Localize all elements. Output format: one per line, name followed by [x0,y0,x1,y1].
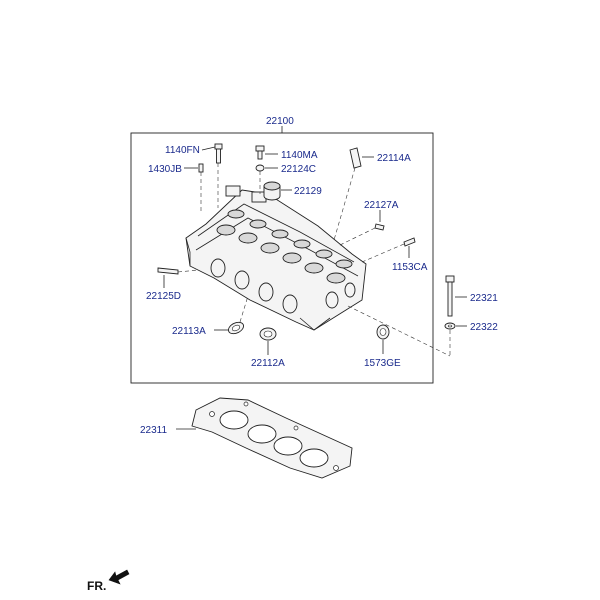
label-22112a[interactable]: 22112A [251,358,285,369]
seal-22112a[interactable] [259,327,277,341]
label-22311[interactable]: 22311 [140,425,168,436]
label-22321[interactable]: 22321 [470,293,498,304]
bolt-1140fn[interactable] [214,143,223,208]
pin-22127a[interactable] [337,223,385,247]
label-22127a[interactable]: 22127A [364,200,399,211]
label-22322[interactable]: 22322 [470,322,498,333]
label-1140fn[interactable]: 1140FN [165,145,200,156]
bolt-1140ma[interactable] [255,145,265,160]
front-marker-label: FR. [87,579,106,593]
label-1140ma[interactable]: 1140MA [281,150,318,161]
head-gasket-22311[interactable] [191,397,353,479]
label-1573ge[interactable]: 1573GE [364,358,401,369]
label-22124c[interactable]: 22124C [281,164,316,175]
seal-22113a[interactable] [227,295,249,336]
cylinder-head [185,185,367,331]
label-22129[interactable]: 22129 [294,186,322,197]
washer-22124c[interactable] [255,164,265,194]
label-22114a[interactable]: 22114A [377,153,411,164]
bolt-22321[interactable] [445,275,455,317]
cap-22129[interactable] [263,181,281,201]
arrow-icon [108,569,130,585]
label-1430jb[interactable]: 1430JB [148,164,182,175]
washer-22322[interactable] [347,305,456,357]
plug-22125d[interactable] [157,267,199,275]
label-1153ca[interactable]: 1153CA [392,262,428,273]
sleeve-22114a[interactable] [333,147,362,241]
label-22113a[interactable]: 22113A [172,326,206,337]
seal-1573ge[interactable] [376,324,390,340]
pin-1430jb[interactable] [198,163,204,214]
label-22125d[interactable]: 22125D [146,291,181,302]
cam-journals [216,209,353,284]
pin-1153ca[interactable] [361,237,416,263]
label-22100[interactable]: 22100 [266,116,294,127]
port-openings [210,258,356,314]
